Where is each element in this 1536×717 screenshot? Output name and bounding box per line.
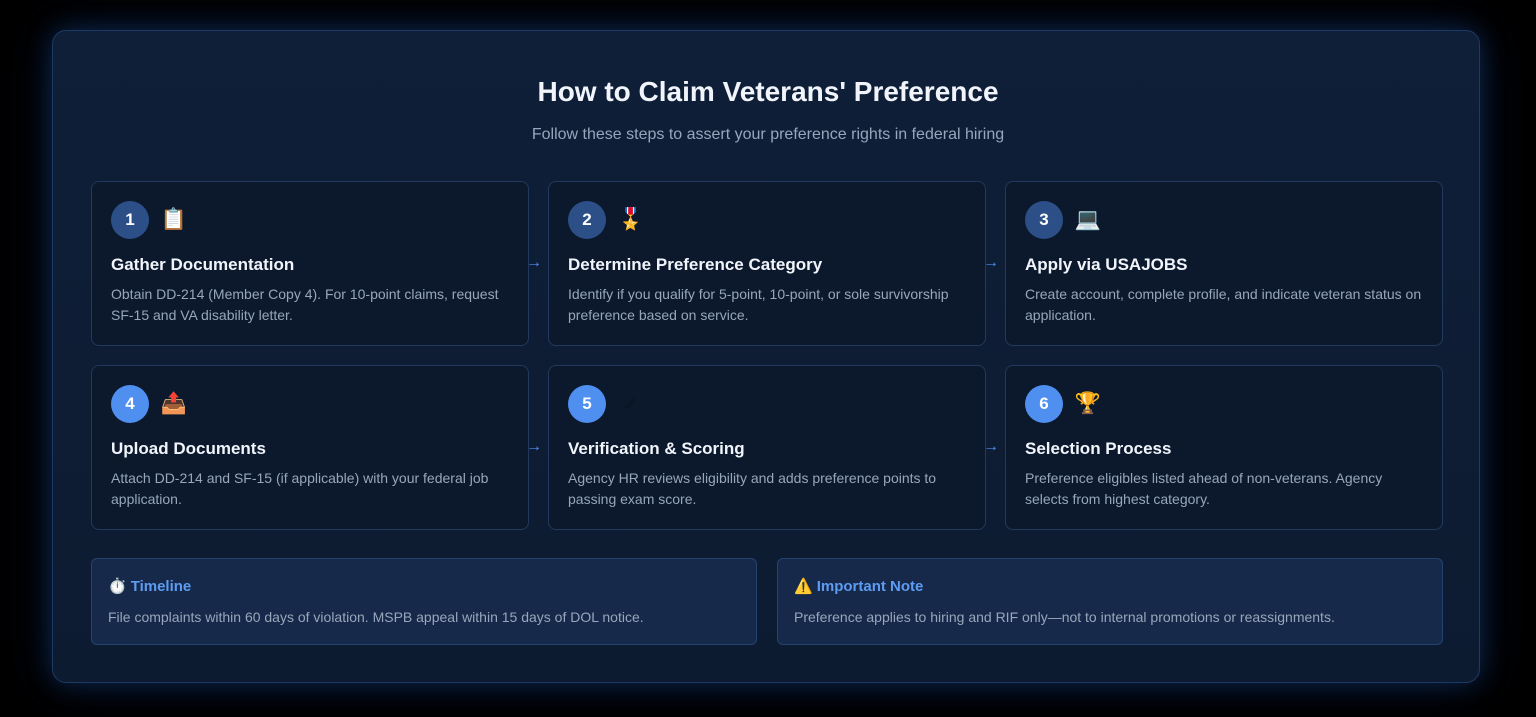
step-title: Determine Preference Category	[568, 255, 823, 274]
note-title: Important Note	[816, 578, 924, 595]
step-title: Verification & Scoring	[568, 439, 745, 458]
arrow-right-icon: →	[526, 438, 542, 455]
step-card-4: 4 📤 Upload Documents Attach DD-214 and S…	[91, 365, 529, 530]
note-text: File complaints within 60 days of violat…	[108, 609, 644, 625]
medal-icon: 🎖️	[617, 208, 645, 231]
warning-icon: ⚠️	[794, 578, 813, 595]
checkmark-icon: ✓	[621, 391, 641, 416]
step-description: Attach DD-214 and SF-15 (if applicable) …	[111, 470, 489, 507]
step-number-badge: 6	[1025, 385, 1063, 423]
step-card-6: 6 🏆 Selection Process Preference eligibl…	[1005, 365, 1443, 530]
step-card-1: 1 📋 Gather Documentation Obtain DD-214 (…	[91, 181, 529, 346]
step-description: Agency HR reviews eligibility and adds p…	[568, 470, 937, 507]
note-text: Preference applies to hiring and RIF onl…	[794, 609, 1335, 625]
step-description: Obtain DD-214 (Member Copy 4). For 10-po…	[111, 286, 499, 323]
step-title: Upload Documents	[111, 439, 266, 458]
step-card-2: 2 🎖️ Determine Preference Category Ident…	[548, 181, 986, 346]
step-card-5: 5 ✓ Verification & Scoring Agency HR rev…	[548, 365, 986, 530]
timeline-note: ⏱️Timeline File complaints within 60 day…	[91, 558, 757, 645]
step-description: Identify if you qualify for 5-point, 10-…	[568, 286, 949, 323]
step-title: Gather Documentation	[111, 255, 295, 274]
clipboard-icon: 📋	[160, 208, 188, 231]
important-note: ⚠️Important Note Preference applies to h…	[777, 558, 1443, 645]
step-description: Preference eligibles listed ahead of non…	[1025, 470, 1383, 507]
upload-tray-icon: 📤	[160, 392, 188, 415]
step-card-3: 3 💻 Apply via USAJOBS Create account, co…	[1005, 181, 1443, 346]
note-header: ⚠️Important Note	[794, 576, 923, 598]
note-header: ⏱️Timeline	[108, 576, 191, 598]
trophy-icon: 🏆	[1074, 392, 1102, 415]
step-number-badge: 3	[1025, 201, 1063, 239]
arrow-right-icon: →	[983, 438, 999, 455]
laptop-icon: 💻	[1074, 208, 1102, 231]
step-number-badge: 2	[568, 201, 606, 239]
step-number-badge: 4	[111, 385, 149, 423]
step-title: Selection Process	[1025, 439, 1172, 458]
step-number-badge: 1	[111, 201, 149, 239]
step-title: Apply via USAJOBS	[1025, 255, 1188, 274]
note-title: Timeline	[130, 578, 192, 595]
stopwatch-icon: ⏱️	[108, 578, 127, 595]
arrow-right-icon: →	[983, 254, 999, 271]
page-subtitle: Follow these steps to assert your prefer…	[531, 126, 1005, 143]
arrow-right-icon: →	[526, 254, 542, 271]
page-title: How to Claim Veterans' Preference	[537, 76, 999, 107]
step-description: Create account, complete profile, and in…	[1025, 286, 1422, 323]
step-number-badge: 5	[568, 385, 606, 423]
